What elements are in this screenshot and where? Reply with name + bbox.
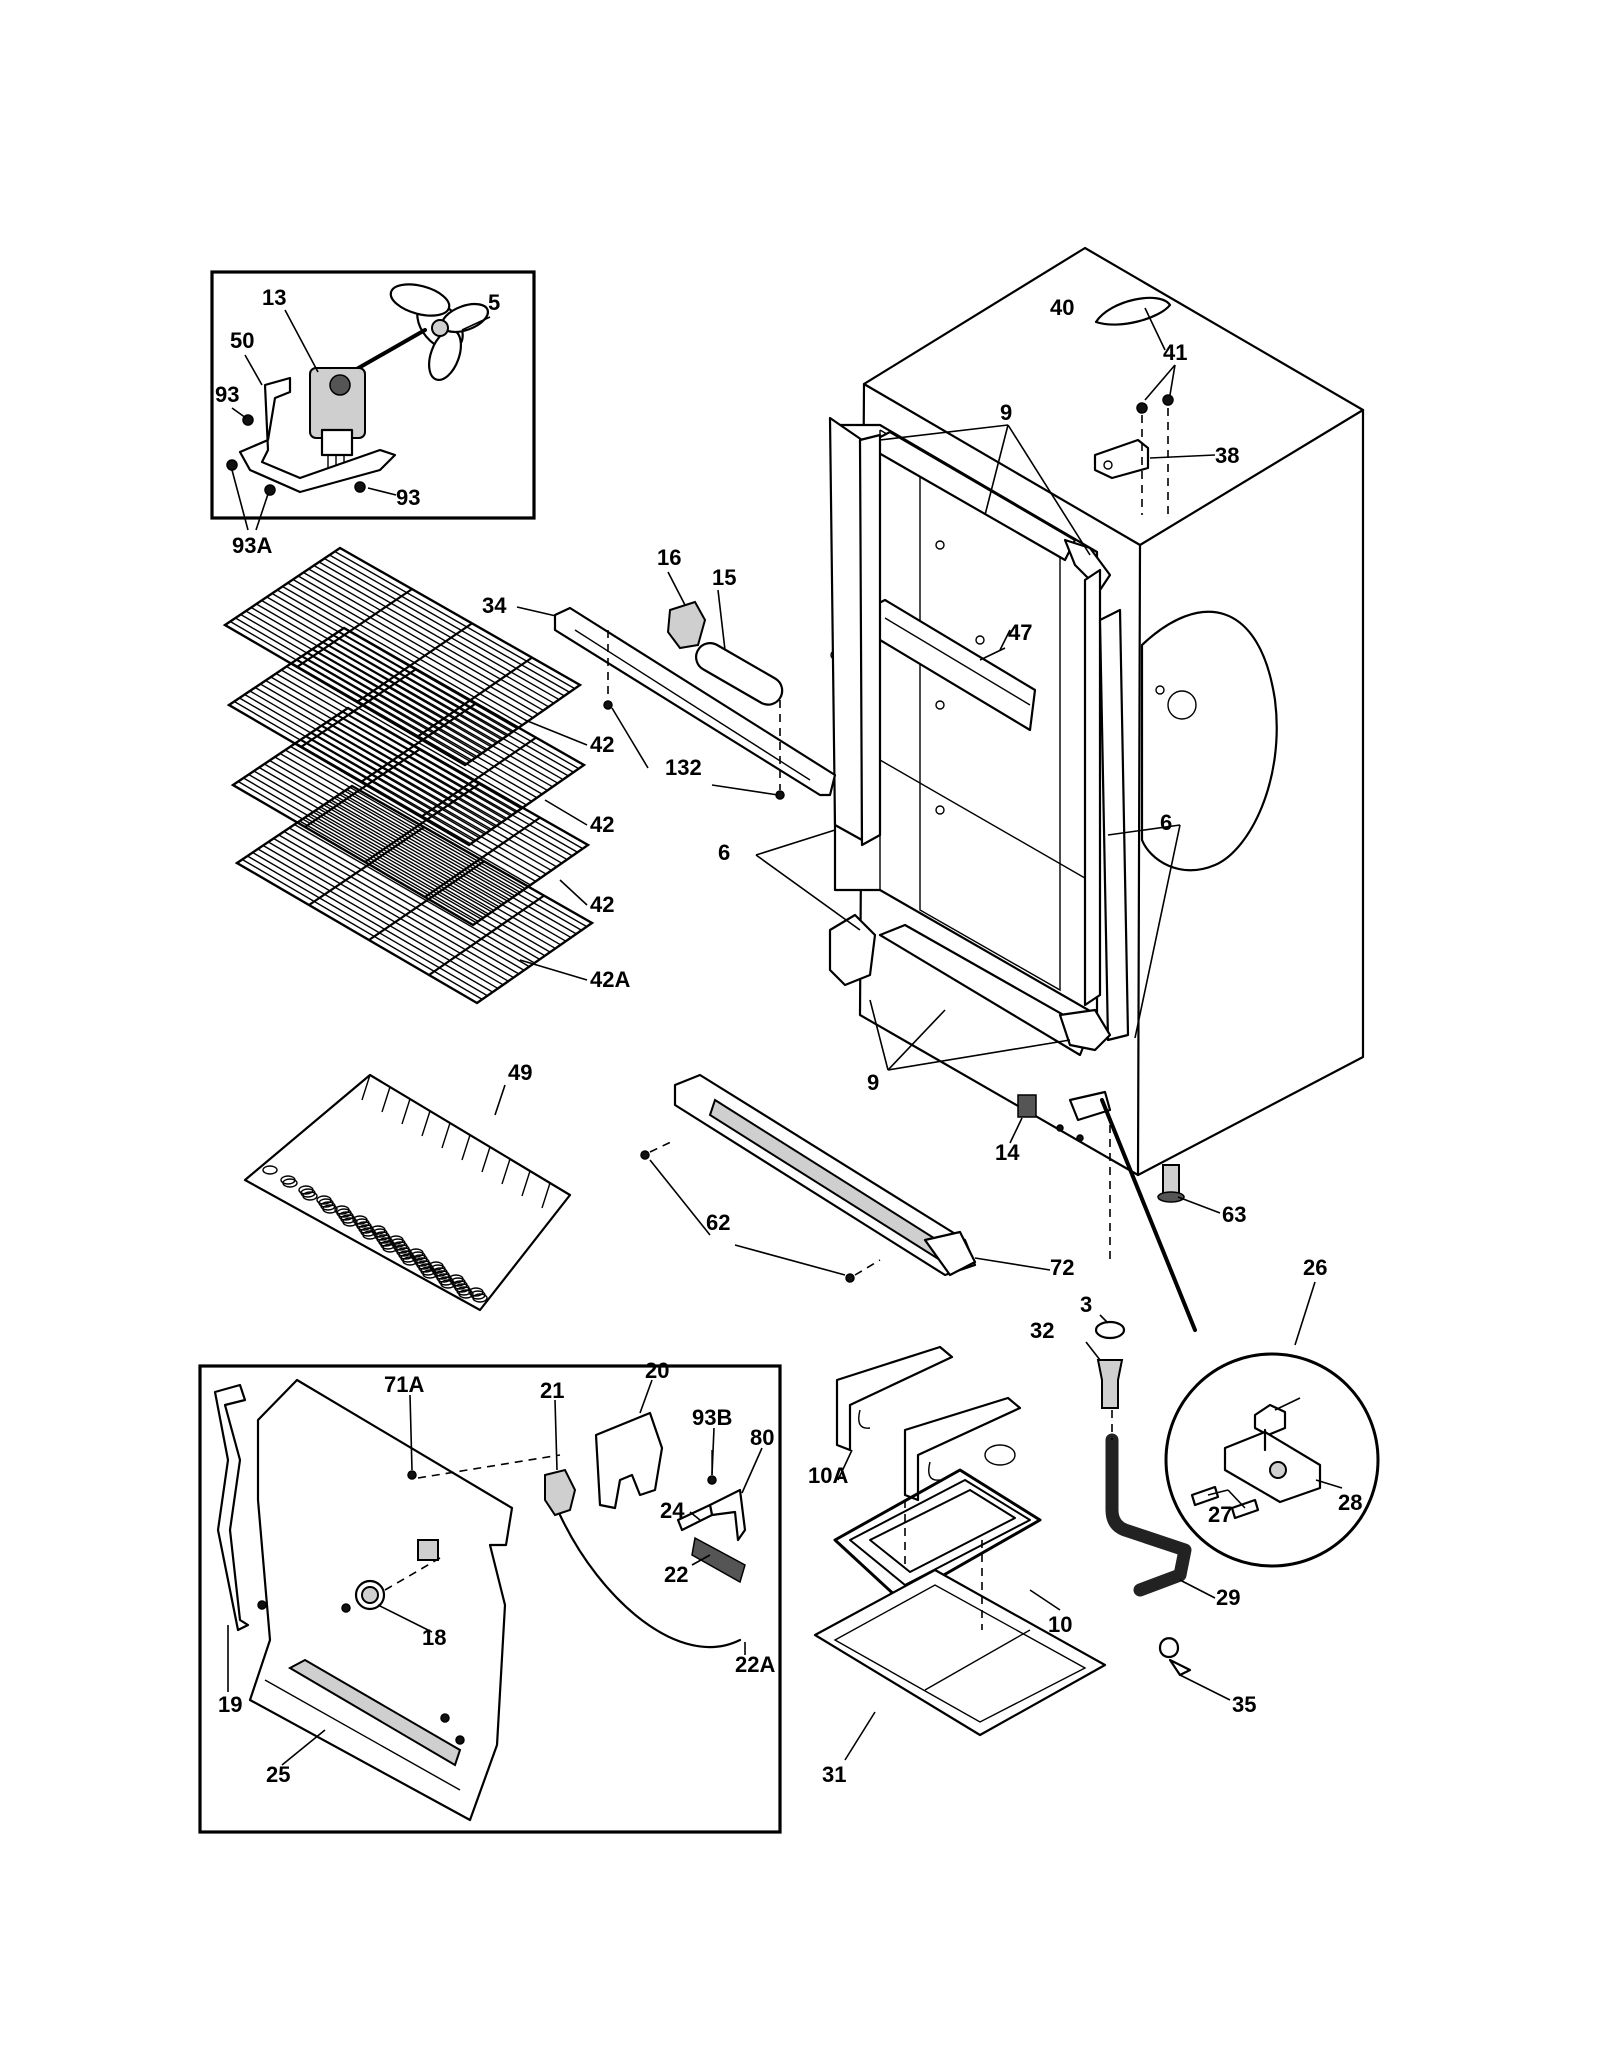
callout-label: 72 (1050, 1255, 1074, 1280)
floor-basket-part (243, 1073, 572, 1312)
callout-label: 27 (1208, 1502, 1232, 1527)
callout-label: 40 (1050, 295, 1074, 320)
basket-rib (541, 1182, 551, 1209)
callout-label: 93A (232, 533, 272, 558)
callout-label: 3 (1080, 1292, 1092, 1317)
callout-label: 32 (1030, 1318, 1054, 1343)
callout-label: 63 (1222, 1202, 1246, 1227)
cabinet-part (755, 246, 1365, 1177)
callout-label: 20 (645, 1358, 669, 1383)
basket-hole (468, 1287, 484, 1297)
callout-label: 19 (218, 1692, 242, 1717)
callout-label: 42 (590, 732, 614, 757)
shelf-leaders (519, 719, 588, 981)
basket-rib (361, 1074, 371, 1101)
callout-label: 93 (396, 485, 420, 510)
leveling-leg-part (1157, 1164, 1221, 1214)
basket-hole (262, 1165, 278, 1175)
top-hinge-part (1093, 296, 1216, 515)
callout-label: 26 (1303, 1255, 1327, 1280)
callout-label: 21 (540, 1378, 564, 1403)
callout-label: 25 (266, 1762, 290, 1787)
callout-label: 24 (660, 1498, 685, 1523)
motor-bracket (238, 376, 397, 494)
callout-label: 31 (822, 1762, 846, 1787)
defrost-heater-parts (813, 1345, 1107, 1761)
callout-label: 10A (808, 1463, 848, 1488)
callout-label: 9 (1000, 400, 1012, 425)
callout-label: 18 (422, 1625, 446, 1650)
callout-label: 80 (750, 1425, 774, 1450)
callout-label: 71A (384, 1372, 424, 1397)
wire-shelf-part (226, 626, 587, 847)
basket-hole (448, 1274, 464, 1284)
callout-label: 49 (508, 1060, 532, 1085)
basket-rib (501, 1158, 511, 1185)
callout-label: 50 (230, 328, 254, 353)
basket-hole (298, 1185, 314, 1195)
callout-label: 29 (1216, 1585, 1240, 1610)
evaporator-cover-inset (198, 1364, 782, 1834)
wire-shelf-part (230, 706, 591, 927)
basket-hole (334, 1205, 350, 1215)
callout-label: 5 (488, 290, 500, 315)
wire-shelves (222, 546, 595, 1005)
basket-rib (441, 1122, 451, 1149)
callout-labels: 13 5 50 93 93 93A 40 41 38 9 16 15 34 47… (215, 285, 1362, 1787)
detail-circle (1164, 1281, 1380, 1568)
basket-hole (370, 1225, 386, 1235)
callout-label: 6 (718, 840, 730, 865)
callout-label: 10 (1048, 1612, 1072, 1637)
callout-label: 93B (692, 1405, 732, 1430)
basket-rib (401, 1098, 411, 1125)
basket-hole (388, 1235, 404, 1245)
wire-shelf-part (222, 546, 583, 767)
callout-label: 15 (712, 565, 736, 590)
callout-label: 62 (706, 1210, 730, 1235)
callout-label: 22 (664, 1562, 688, 1587)
fan-motor-part (309, 328, 427, 468)
callout-label: 22A (735, 1652, 775, 1677)
callout-label: 6 (1160, 810, 1172, 835)
callout-label: 132 (665, 755, 702, 780)
callout-label: 38 (1215, 443, 1239, 468)
callout-label: 41 (1163, 340, 1187, 365)
callout-label: 14 (995, 1140, 1020, 1165)
callout-label: 35 (1232, 1692, 1256, 1717)
door-switch-part (1009, 1090, 1197, 1332)
callout-label: 28 (1338, 1490, 1362, 1515)
callout-label: 93 (215, 382, 239, 407)
callout-label: 42A (590, 967, 630, 992)
basket-rib (461, 1134, 471, 1161)
callout-label: 16 (657, 545, 681, 570)
basket-rib (481, 1146, 491, 1173)
light-assembly (516, 571, 1006, 800)
callout-label: 13 (262, 285, 286, 310)
basket-hole (280, 1175, 296, 1185)
basket-rib (381, 1086, 391, 1113)
basket-hole (316, 1195, 332, 1205)
drain-parts (1085, 1314, 1231, 1701)
basket-hole (428, 1261, 444, 1271)
fan-blade-part (389, 283, 490, 381)
callout-label: 42 (590, 812, 614, 837)
basket-rib (421, 1110, 431, 1137)
kickplate-part (640, 1073, 1051, 1283)
callout-label: 47 (1008, 620, 1032, 645)
callout-label: 34 (482, 593, 507, 618)
wire-shelf-part (234, 784, 595, 1005)
basket-hole (408, 1248, 424, 1258)
fan-motor-inset (210, 270, 536, 531)
callout-label: 9 (867, 1070, 879, 1095)
basket-hole (352, 1215, 368, 1225)
basket-rib (521, 1170, 531, 1197)
callout-label: 42 (590, 892, 614, 917)
